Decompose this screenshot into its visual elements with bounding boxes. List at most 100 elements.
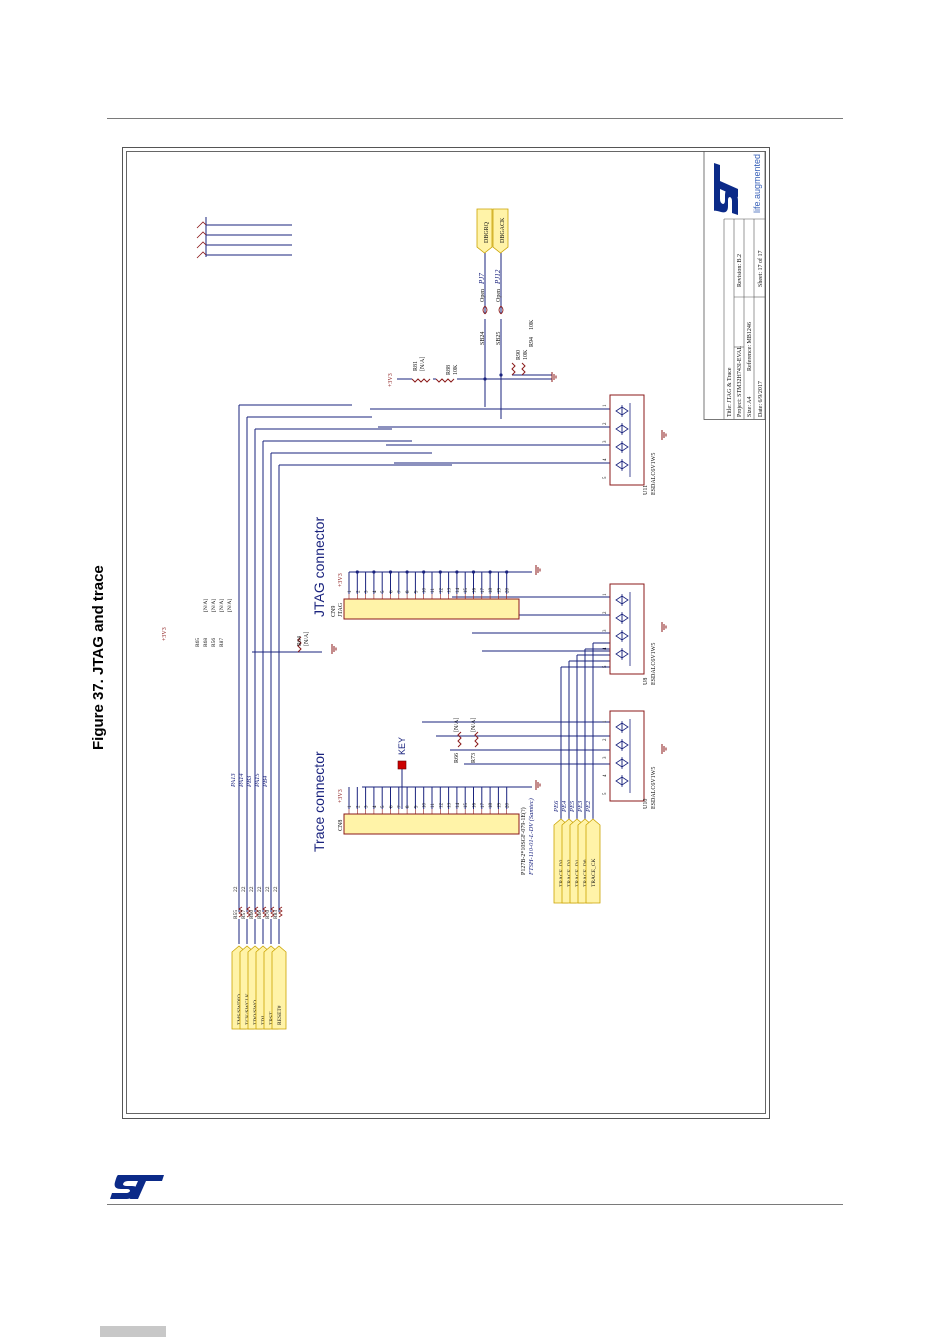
port-label: PA13 [230, 773, 237, 788]
series-resistor [278, 906, 283, 918]
connector-pin-number: 5 [381, 805, 386, 808]
r81-3v3-label: +3V3 [388, 373, 394, 387]
connector-pin-number: 14 [456, 803, 461, 809]
connector-pin-number: 16 [473, 803, 478, 809]
esd-pin-number: 3 [603, 629, 608, 632]
esd-pin-number: 4 [603, 774, 608, 777]
svg-text:R88: R88 [446, 365, 452, 375]
st-footer-logo [110, 1175, 164, 1199]
svg-text:PJ12: PJ12 [494, 269, 502, 285]
tb-brand: life.augmented [752, 154, 762, 213]
connector-pin-number: 19 [497, 803, 502, 809]
connector-pin-number: 9 [414, 805, 419, 808]
connector-pin-number: 19 [497, 588, 502, 594]
u11-part: ESDALC6V1W5 [651, 453, 657, 495]
junction-dot [471, 570, 476, 574]
connector-pin-number: 1 [348, 590, 353, 593]
connector-pin-number: 14 [456, 588, 461, 594]
st-title-logo [714, 163, 738, 215]
pullup-resistor [196, 231, 207, 239]
svg-text:10K: 10K [529, 319, 535, 330]
connector-pin-number: 17 [481, 588, 486, 594]
connector-pin-number: 11 [431, 803, 436, 808]
jtag-connector-label: JTAG connector [311, 517, 327, 617]
resistor-r66: R66 [N/A] [454, 718, 462, 763]
pullup-resistor-value: [N/A] [227, 599, 233, 612]
cn9-connector-body [343, 598, 520, 620]
resistor-r90: R90 10K [511, 349, 529, 376]
resistor-r88: R88 10K [435, 364, 459, 383]
connector-pin-number: 12 [439, 588, 444, 594]
port-label: PA15 [254, 773, 261, 788]
pullup-resistors: R65[N/A]R68[N/A]R56[N/A]R87[N/A] [195, 221, 233, 647]
series-resistor-value: 22 [257, 886, 263, 892]
junction-dot [372, 570, 376, 574]
connector-pin-number: 6 [390, 805, 395, 808]
connector-pin-number: 2 [356, 590, 361, 593]
signal-flag-label: RESET# [277, 1005, 283, 1025]
svg-text:R64: R64 [297, 636, 303, 646]
resistor-r64: R64 [N/A] [297, 632, 310, 653]
pullup-resistor-ref: R68 [203, 638, 209, 647]
series-resistor [254, 906, 259, 918]
cn8-part-number: P127B-2*10SGF-079-1E(?) [520, 807, 527, 875]
ground-symbols [331, 372, 667, 790]
pullup-resistor-ref: R87 [219, 638, 225, 647]
cn8-3v3-label: +3V3 [338, 789, 344, 803]
dbgrq-label: DBGRQ [484, 221, 490, 243]
esd-pin-number: 2 [603, 422, 608, 425]
connector-pin-number: 7 [398, 590, 403, 593]
resistor-r81: R81 [N/A] [411, 357, 431, 383]
series-resistor-value: 22 [241, 886, 247, 892]
tb-title: Title: JTAG & Trace [727, 367, 733, 417]
pullup-resistor-value: [N/A] [203, 599, 209, 612]
esd-chip-body [609, 710, 645, 802]
u10-label: U10 [643, 799, 649, 809]
cn8-label: CN8 [338, 820, 344, 831]
cn9-jtag-label: JTAG [338, 602, 344, 617]
connector-pin-number: 12 [439, 803, 444, 809]
junction-dot [505, 570, 509, 574]
svg-text:R90: R90 [516, 350, 522, 360]
esd-pin-number: 5 [603, 665, 608, 668]
junction-dot [388, 570, 393, 574]
header-rule [107, 118, 843, 119]
connector-pin-number: 3 [365, 805, 370, 808]
port-label: PE4 [561, 800, 568, 813]
port-label: PB4 [262, 775, 269, 788]
u8-part: ESDALC6V1W5 [651, 643, 657, 685]
pullup-resistor-value: [N/A] [211, 599, 217, 612]
dbgack-flag [492, 208, 509, 254]
series-resistor-value: 22 [273, 886, 279, 892]
port-label: PE2 [585, 800, 592, 813]
esd-chip-body [609, 394, 645, 486]
junction-dot [355, 570, 359, 574]
svg-text:10K: 10K [453, 364, 459, 375]
left-signal-flags: TMS/SWDIOTCK/SWCLKTDO/SWOTDITRSTRESET# [231, 945, 287, 1030]
port-label: PE5 [569, 800, 576, 813]
svg-text:[N/A]: [N/A] [471, 718, 477, 732]
connector-pin-number: 18 [489, 588, 494, 594]
dbgack-label: DBGACK [500, 217, 506, 243]
junction-dot [405, 570, 409, 574]
svg-text:R66: R66 [454, 753, 460, 763]
key-marker [397, 760, 407, 770]
series-resistor-value: 22 [233, 886, 239, 892]
key-label: KEY [397, 737, 407, 755]
cn8-connector-body [343, 813, 520, 835]
pullup-resistor [196, 251, 207, 259]
series-resistor-value: 22 [249, 886, 255, 892]
tb-sheet: Sheet: 17 of 17 [757, 251, 764, 288]
pullup-resistor-ref: R56 [211, 638, 217, 647]
connector-pin-number: 13 [448, 588, 453, 594]
trace-flag [585, 818, 601, 904]
connector-pin-number: 20 [506, 803, 511, 809]
tb-reference: Reference: MB1246 [746, 322, 753, 371]
connector-pin-number: 1 [348, 805, 353, 808]
svg-text:R94: R94 [529, 337, 535, 347]
dbgrq-flag [476, 208, 493, 254]
series-resistor [262, 906, 267, 918]
